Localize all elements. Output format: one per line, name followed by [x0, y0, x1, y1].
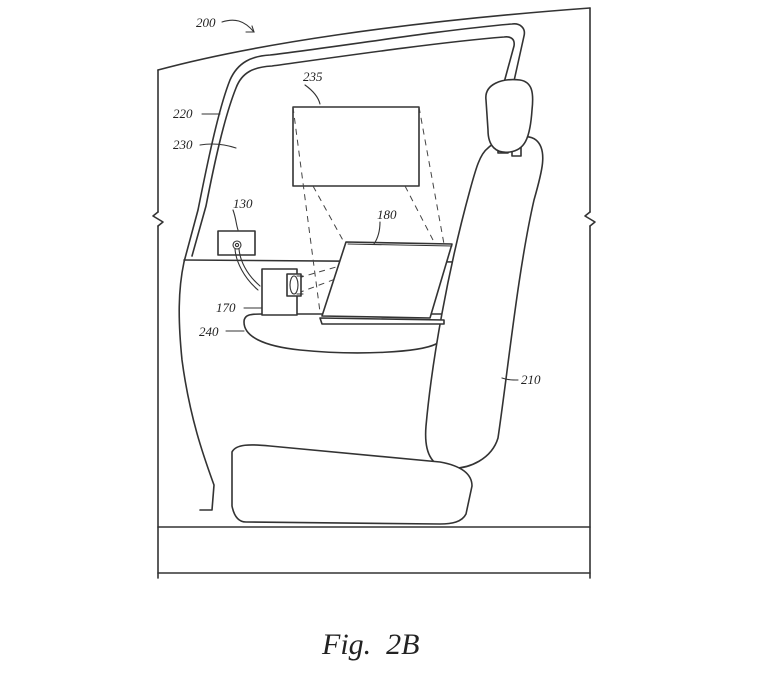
label-camera: 170 [216, 300, 236, 315]
label-armrest: 240 [199, 324, 219, 339]
label-door-frame: 220 [173, 106, 193, 121]
label-projector: 130 [233, 196, 253, 211]
label-screen: 180 [377, 207, 397, 222]
figure-caption: Fig. 2B [321, 628, 420, 661]
label-vehicle: 200 [196, 15, 216, 30]
label-window: 230 [173, 137, 193, 152]
label-seat: 210 [521, 372, 541, 387]
display-panel [293, 107, 419, 186]
laptop-screen [320, 242, 452, 324]
label-display: 235 [303, 69, 323, 84]
camera-device [262, 269, 303, 315]
